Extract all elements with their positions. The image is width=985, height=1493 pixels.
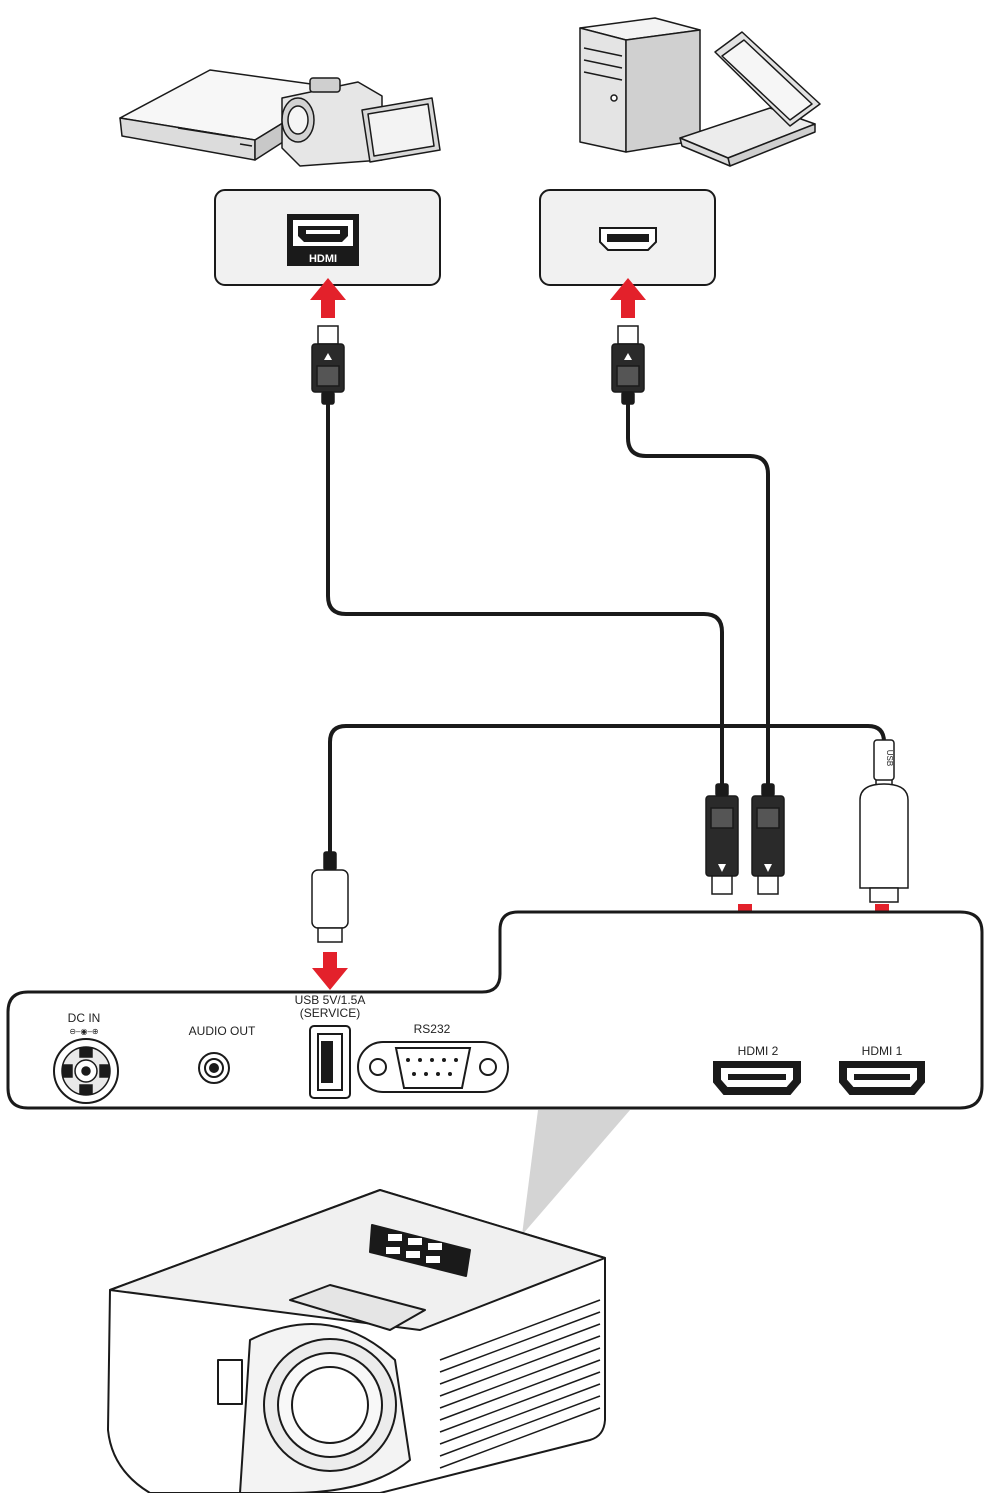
hdmi1-port-icon [839, 1061, 925, 1095]
arrow-to-source-left [310, 278, 346, 318]
hdmi2-port-icon [713, 1061, 801, 1095]
zoom-beam [522, 1110, 630, 1235]
rs232-port-icon [357, 1041, 509, 1093]
usb-plug-label: USB [885, 750, 894, 766]
usb-port-icon [309, 1025, 351, 1099]
hdmi-plug-hdmi2-a [705, 783, 739, 895]
cables [326, 395, 886, 852]
dc-in-polarity: ⊖–◉–⊕ [69, 1027, 98, 1036]
arrow-to-usb-port [312, 952, 348, 990]
hdmi-plug-hdmi2-b [751, 783, 785, 895]
usb-port-label-line2: (SERVICE) [300, 1006, 360, 1020]
audio-out-port-icon [198, 1052, 230, 1084]
dc-in-label: DC IN [68, 1011, 101, 1025]
hdmi-source-label: HDMI [309, 253, 337, 265]
dc-in-port-icon [53, 1038, 119, 1104]
usb-port-label-line1: USB 5V/1.5A [295, 993, 366, 1007]
hdmi-plug-left [311, 325, 345, 405]
rs232-label: RS232 [414, 1022, 451, 1036]
video-player-camcorder-icon [119, 69, 441, 167]
hdmi1-label: HDMI 1 [862, 1044, 903, 1058]
hdmi-plug-right [611, 325, 645, 405]
projector-icon [107, 1189, 606, 1493]
usb-power-plug [311, 851, 349, 943]
desktop-laptop-icon [579, 17, 821, 167]
hdmi-port-icon [287, 214, 359, 266]
projector-rear-panel [6, 910, 984, 1110]
hdmi-port-icon [599, 227, 657, 251]
arrow-to-source-right [610, 278, 646, 318]
audio-out-label: AUDIO OUT [189, 1024, 256, 1038]
usb-hdmi-dongle [859, 739, 909, 903]
hdmi2-label: HDMI 2 [738, 1044, 779, 1058]
